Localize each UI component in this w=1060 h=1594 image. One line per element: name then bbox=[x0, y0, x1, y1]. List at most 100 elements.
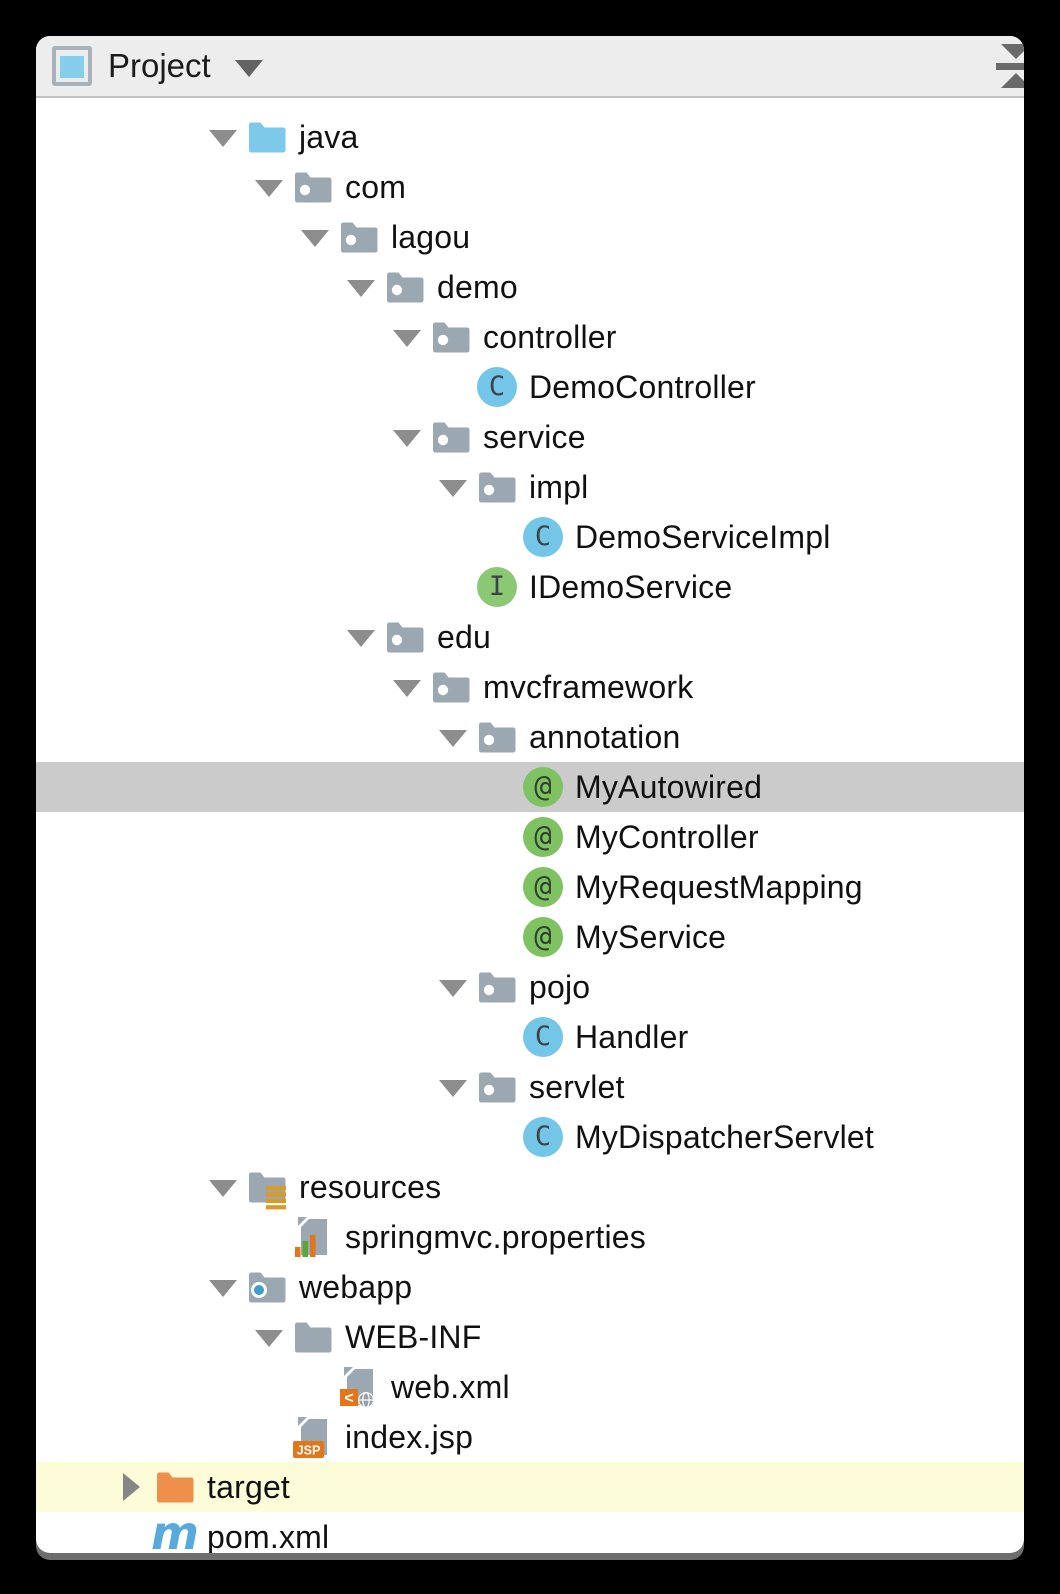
tree-row-pojo[interactable]: pojo bbox=[36, 962, 1024, 1012]
expand-arrow-expanded-icon[interactable] bbox=[209, 1280, 237, 1297]
folder-package-icon bbox=[477, 1067, 517, 1107]
expand-arrow-expanded-icon[interactable] bbox=[255, 1330, 283, 1347]
tree-item-label: pom.xml bbox=[207, 1518, 330, 1554]
annotation-icon: @ bbox=[523, 867, 563, 907]
tree-row-java[interactable]: java bbox=[36, 112, 1024, 162]
class-icon: C bbox=[523, 517, 563, 557]
hide-panel-arrow-bottom bbox=[1001, 73, 1024, 88]
expand-arrow-slot[interactable] bbox=[393, 427, 421, 447]
expand-arrow-expanded-icon[interactable] bbox=[209, 130, 237, 147]
tree-item-label: resources bbox=[299, 1168, 442, 1205]
expand-arrow-slot[interactable] bbox=[439, 1077, 467, 1097]
expand-arrow-expanded-icon[interactable] bbox=[301, 230, 329, 247]
expand-arrow-slot[interactable] bbox=[301, 227, 329, 247]
tree-item-label: pojo bbox=[529, 968, 591, 1005]
expand-arrow-slot[interactable] bbox=[347, 277, 375, 297]
hide-panel-arrow-top bbox=[1001, 44, 1024, 59]
tree-row-servlet[interactable]: servlet bbox=[36, 1062, 1024, 1112]
expand-arrow-expanded-icon[interactable] bbox=[439, 480, 467, 497]
expand-arrow-expanded-icon[interactable] bbox=[347, 280, 375, 297]
expand-arrow-expanded-icon[interactable] bbox=[439, 980, 467, 997]
expand-arrow-slot[interactable] bbox=[255, 177, 283, 197]
folder-resources-icon bbox=[247, 1167, 287, 1210]
tree-item-label: servlet bbox=[529, 1068, 625, 1105]
tree-row-edu[interactable]: edu bbox=[36, 612, 1024, 662]
folder-package-icon bbox=[431, 317, 471, 357]
expand-arrow-expanded-icon[interactable] bbox=[209, 1180, 237, 1197]
hide-panel-bar bbox=[996, 63, 1024, 70]
tree-row-target[interactable]: target bbox=[36, 1462, 1024, 1512]
tree-item-label: demo bbox=[437, 268, 518, 305]
tree-row-resources[interactable]: resources bbox=[36, 1162, 1024, 1212]
svg-text:<: < bbox=[344, 1390, 353, 1407]
expand-arrow-collapsed-icon[interactable] bbox=[122, 1473, 140, 1501]
tree-row-controller[interactable]: controller bbox=[36, 312, 1024, 362]
expand-arrow-slot[interactable] bbox=[439, 727, 467, 747]
expand-arrow-expanded-icon[interactable] bbox=[347, 630, 375, 647]
tree-row-springmvc-properties[interactable]: springmvc.properties bbox=[36, 1212, 1024, 1262]
folder-package-icon bbox=[293, 167, 333, 207]
expand-arrow-expanded-icon[interactable] bbox=[393, 430, 421, 447]
expand-arrow-slot[interactable] bbox=[347, 627, 375, 647]
folder-package-icon bbox=[339, 217, 379, 257]
annotation-icon: @ bbox=[523, 767, 563, 807]
expand-arrow-slot[interactable] bbox=[117, 1473, 145, 1501]
tree-item-label: impl bbox=[529, 468, 589, 505]
chevron-down-icon bbox=[234, 60, 263, 77]
tree-row-web-xml[interactable]: <web.xml bbox=[36, 1362, 1024, 1412]
expand-arrow-slot[interactable] bbox=[209, 1277, 237, 1297]
folder-package-icon bbox=[385, 617, 425, 657]
expand-arrow-slot[interactable] bbox=[439, 477, 467, 497]
expand-arrow-slot[interactable] bbox=[255, 1327, 283, 1347]
expand-arrow-expanded-icon[interactable] bbox=[439, 1080, 467, 1097]
expand-arrow-slot[interactable] bbox=[393, 677, 421, 697]
expand-arrow-slot[interactable] bbox=[209, 127, 237, 147]
tree-row-web-inf[interactable]: WEB-INF bbox=[36, 1312, 1024, 1362]
tree-row-service[interactable]: service bbox=[36, 412, 1024, 462]
folder-package-icon bbox=[477, 967, 517, 1007]
tree-item-label: MyController bbox=[575, 818, 759, 855]
expand-arrow-slot[interactable] bbox=[209, 1177, 237, 1197]
tree-row-annotation[interactable]: annotation bbox=[36, 712, 1024, 762]
tree-item-label: MyRequestMapping bbox=[575, 868, 863, 905]
expand-arrow-slot[interactable] bbox=[393, 327, 421, 347]
tree-row-demo[interactable]: demo bbox=[36, 262, 1024, 312]
tree-row-com[interactable]: com bbox=[36, 162, 1024, 212]
annotation-icon: @ bbox=[523, 817, 563, 857]
tree-row-myservice[interactable]: @MyService bbox=[36, 912, 1024, 962]
expand-arrow-expanded-icon[interactable] bbox=[439, 730, 467, 747]
hide-panel-icon[interactable] bbox=[994, 42, 1024, 90]
folder-source-icon bbox=[247, 117, 287, 157]
class-icon: C bbox=[523, 1017, 563, 1057]
expand-arrow-expanded-icon[interactable] bbox=[393, 680, 421, 697]
tree-row-myautowired[interactable]: @MyAutowired bbox=[36, 762, 1024, 812]
project-panel-header: Project bbox=[36, 36, 1024, 98]
project-view-selector[interactable]: Project bbox=[92, 47, 263, 85]
tree-item-label: annotation bbox=[529, 718, 681, 755]
tree-row-myrequestmapping[interactable]: @ MyRequestMapping bbox=[36, 862, 1024, 912]
folder-package-icon bbox=[431, 417, 471, 457]
tree-item-label: service bbox=[483, 418, 586, 455]
tree-item-label: springmvc.properties bbox=[345, 1218, 646, 1255]
expand-arrow-expanded-icon[interactable] bbox=[393, 330, 421, 347]
expand-arrow-expanded-icon[interactable] bbox=[255, 180, 283, 197]
folder-plain-icon bbox=[293, 1317, 333, 1357]
tree-item-label: index.jsp bbox=[345, 1418, 474, 1455]
tree-row-impl[interactable]: impl bbox=[36, 462, 1024, 512]
tree-row-webapp[interactable]: webapp bbox=[36, 1262, 1024, 1312]
tree-row-lagou[interactable]: lagou bbox=[36, 212, 1024, 262]
tree-item-label: com bbox=[345, 168, 407, 205]
panel-title: Project bbox=[108, 47, 211, 84]
tree-row-mvcframework[interactable]: mvcframework bbox=[36, 662, 1024, 712]
expand-arrow-slot[interactable] bbox=[439, 977, 467, 997]
tree-item-label: MyService bbox=[575, 918, 727, 955]
tree-row-mycontroller[interactable]: @ MyController bbox=[36, 812, 1024, 862]
